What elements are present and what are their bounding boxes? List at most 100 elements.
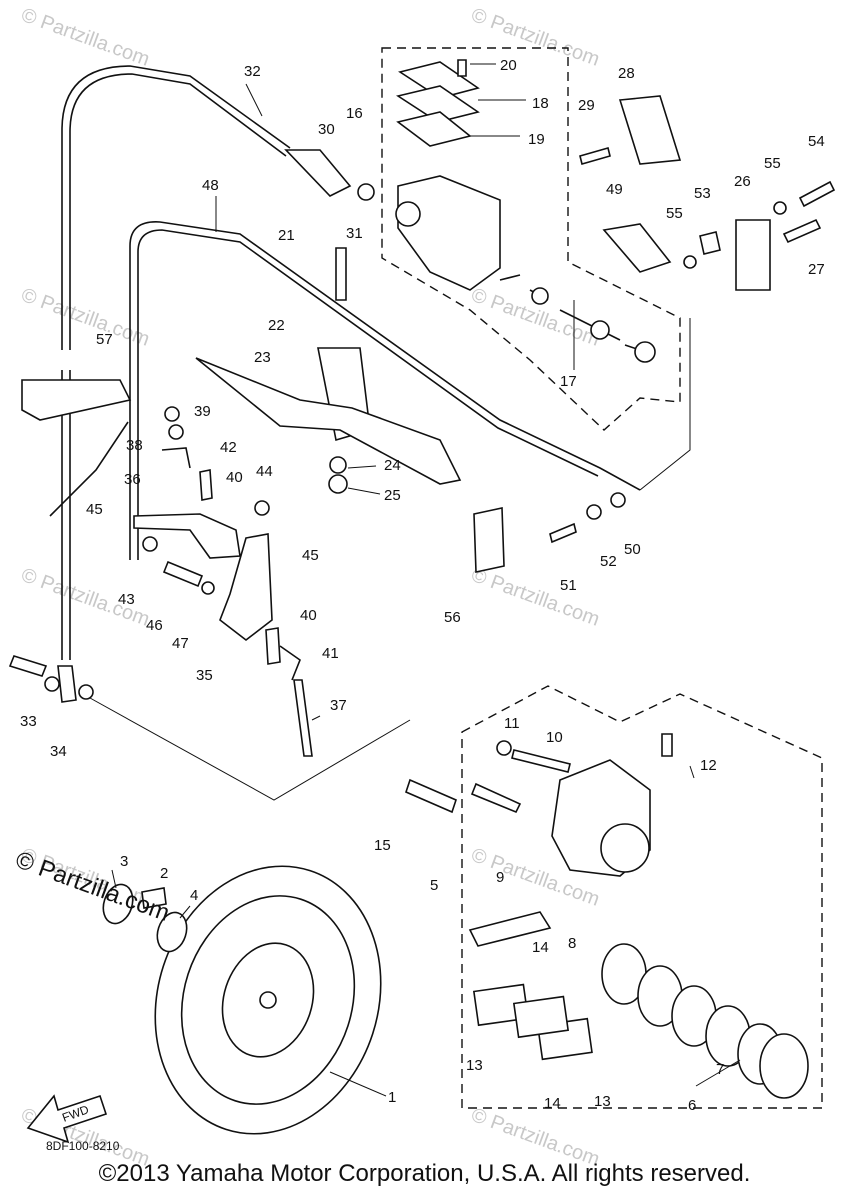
fwd-arrow-icon — [26, 1094, 108, 1144]
callout-32: 32 — [244, 63, 261, 80]
fitting-44 — [254, 500, 270, 516]
callout-49: 49 — [606, 181, 623, 198]
fwd-arrow: FWD — [26, 1094, 108, 1144]
banjo-end — [57, 665, 77, 703]
hub-hole — [259, 991, 277, 1009]
watermark: © Partzilla.com — [468, 564, 602, 631]
callout-54: 54 — [808, 133, 825, 150]
callout-52: 52 — [600, 553, 617, 570]
cable-end-lower-left — [49, 421, 129, 517]
piston-seal — [531, 287, 549, 305]
leader-lines — [111, 63, 741, 1097]
callout-45a: 45 — [86, 501, 103, 518]
callout-10: 10 — [546, 729, 563, 746]
caliper-assembly — [405, 733, 809, 1099]
brake-cable-48 — [129, 221, 641, 560]
bolt-caliper — [470, 782, 522, 814]
bracket-57 — [21, 379, 132, 421]
callout-20: 20 — [500, 57, 517, 74]
callout-44: 44 — [256, 463, 273, 480]
lever-23 — [195, 357, 462, 485]
watermark: © Partzilla.com — [18, 4, 152, 71]
banjo-fitting-30 — [284, 149, 352, 197]
cable-to-pedal-line — [639, 318, 691, 491]
pedal-linkage — [21, 379, 313, 757]
callout-1: 1 — [388, 1089, 396, 1106]
callout-34: 34 — [50, 743, 67, 760]
washer-31 — [357, 183, 375, 201]
master-cylinder-group-outline — [381, 47, 681, 431]
watermark: © Partzilla.com — [18, 284, 152, 351]
cap-plate — [395, 85, 480, 123]
bolt-27 — [782, 218, 822, 244]
bracket-26 — [735, 219, 771, 291]
caliper-group-outline — [461, 685, 823, 1109]
callout-25: 25 — [384, 487, 401, 504]
pin-40b — [265, 627, 281, 665]
callout-28: 28 — [618, 65, 635, 82]
callout-53: 53 — [694, 185, 711, 202]
nut-39 — [164, 406, 180, 422]
callout-35: 35 — [196, 667, 213, 684]
pin-40a — [199, 469, 213, 501]
circlip-3 — [102, 883, 134, 925]
callout-43: 43 — [118, 591, 135, 608]
master-cylinder-assembly — [284, 59, 656, 363]
washer-55b — [773, 201, 787, 215]
callouts: 1 2 3 4 5 6 7 8 9 10 11 12 13 13 14 14 1… — [20, 57, 825, 1114]
watermark: © Partzilla.com — [468, 4, 602, 71]
key-2 — [141, 887, 167, 909]
callout-46: 46 — [146, 617, 163, 634]
callout-29: 29 — [578, 97, 595, 114]
gasket-34a — [44, 676, 60, 692]
pin-10 — [511, 749, 571, 773]
callout-36: 36 — [124, 471, 141, 488]
pedal-49 — [602, 223, 672, 273]
screw-29 — [579, 147, 611, 165]
bleed-screw-12 — [661, 733, 673, 757]
gasket-34b — [78, 684, 94, 700]
caliper-piston-bore — [600, 823, 650, 873]
callout-22: 22 — [268, 317, 285, 334]
washer-38 — [168, 424, 184, 440]
callout-27: 27 — [808, 261, 825, 278]
callout-19: 19 — [528, 131, 545, 148]
plug-11 — [496, 740, 512, 756]
callout-42: 42 — [220, 439, 237, 456]
brake-hose-lower — [61, 370, 71, 660]
pad-8 — [512, 995, 570, 1039]
collar-50 — [610, 492, 626, 508]
callout-37: 37 — [330, 697, 347, 714]
callout-50: 50 — [624, 541, 641, 558]
callout-3: 3 — [120, 853, 128, 870]
arm-35 — [219, 533, 273, 642]
callout-21: 21 — [278, 227, 295, 244]
bolt-43 — [142, 536, 158, 552]
switch-assembly — [579, 95, 836, 291]
washer-47 — [201, 581, 215, 595]
callout-47: 47 — [172, 635, 189, 652]
callout-5: 5 — [430, 877, 438, 894]
brake-cable-48-inner — [137, 229, 599, 560]
callout-24: 24 — [384, 457, 401, 474]
copyright-notice: ©2013 Yamaha Motor Corporation, U.S.A. A… — [98, 1160, 751, 1187]
brake-hose-32 — [61, 65, 291, 350]
drawing-code: 8DF100-8210 — [46, 1139, 120, 1153]
bolt-21 — [335, 247, 347, 301]
spring-41 — [279, 645, 301, 681]
callout-4: 4 — [190, 887, 198, 904]
callout-26: 26 — [734, 173, 751, 190]
callout-14b: 14 — [544, 1095, 561, 1112]
hose-to-caliper-line — [89, 697, 411, 801]
callout-9: 9 — [496, 869, 504, 886]
callout-51: 51 — [560, 577, 577, 594]
piston-6 — [759, 1033, 809, 1099]
callout-45b: 45 — [302, 547, 319, 564]
callout-40b: 40 — [300, 607, 317, 624]
nut-24 — [329, 456, 347, 474]
piston-cup — [634, 341, 656, 363]
callout-23: 23 — [254, 349, 271, 366]
callout-18: 18 — [532, 95, 549, 112]
bolt-54 — [798, 180, 836, 208]
brake-hose-32-inner — [69, 73, 287, 350]
